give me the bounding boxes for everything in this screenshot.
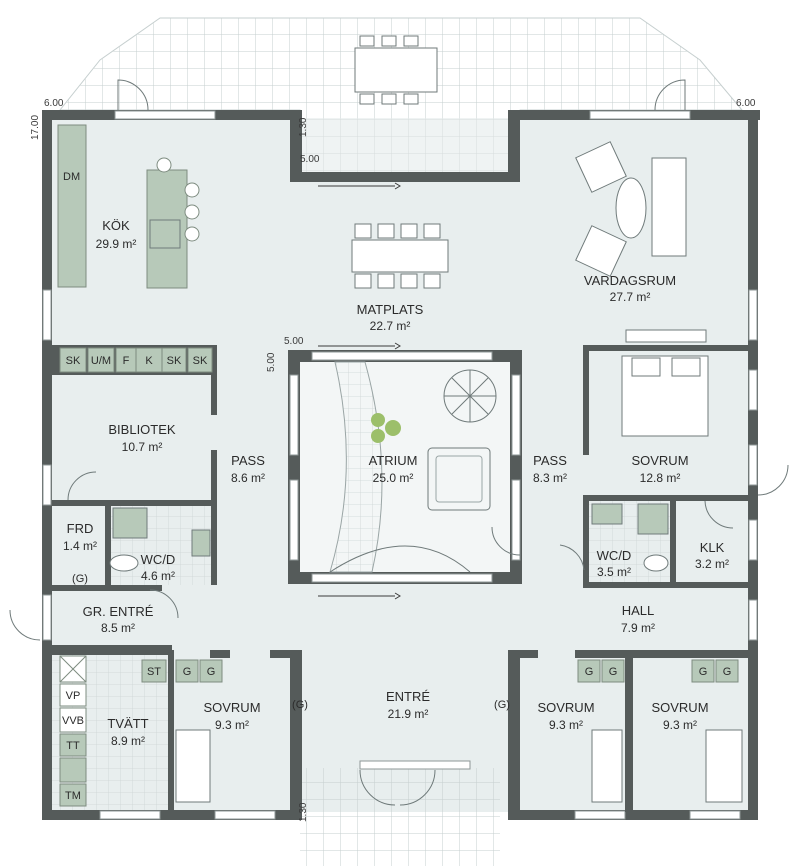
matplats-area: 22.7 m² — [370, 319, 411, 333]
klk-area: 3.2 m² — [695, 557, 729, 571]
g-frd: (G) — [72, 573, 88, 585]
dim-top-left: 6.00 — [44, 98, 64, 109]
wcd-right-name: WC/D — [597, 548, 632, 563]
kitchen-counter — [57, 124, 87, 288]
tvatt-tm: TM — [65, 790, 81, 802]
closet-1: SK — [66, 355, 81, 367]
g-entre-left: (G) — [292, 699, 308, 711]
g-sovrum-c-1: G — [699, 666, 708, 678]
living-furniture — [575, 141, 707, 343]
g-entre-right: (G) — [494, 699, 510, 711]
sovrum-a-name: SOVRUM — [203, 700, 260, 715]
gr-entre-area: 8.5 m² — [101, 621, 135, 635]
g-sovrum-b-1: G — [585, 666, 594, 678]
dim-atrium-height: 5.00 — [266, 352, 277, 372]
dining-table — [351, 223, 449, 289]
kitchen-island — [146, 169, 188, 289]
tvatt-tt: TT — [66, 740, 80, 752]
vardagsrum-name: VARDAGSRUM — [584, 273, 676, 288]
matplats-name: MATPLATS — [357, 302, 424, 317]
klk-name: KLK — [700, 540, 725, 555]
wcd-left-area: 4.6 m² — [141, 569, 175, 583]
pass-left-area: 8.6 m² — [231, 471, 265, 485]
dim-terrace-width: 5.00 — [300, 154, 320, 165]
atrium-area-label: 25.0 m² — [373, 471, 414, 485]
gr-entre-name: GR. ENTRÉ — [83, 604, 154, 619]
master-bed — [621, 355, 709, 437]
closet-3: F — [123, 355, 130, 367]
dm-label: DM — [63, 171, 80, 183]
closet-2: U/M — [91, 355, 111, 367]
pass-right-name: PASS — [533, 453, 567, 468]
bibliotek-name: BIBLIOTEK — [108, 422, 176, 437]
dim-terrace-top: 1.30 — [298, 117, 309, 137]
wcd-left-name: WC/D — [141, 552, 176, 567]
sovrum-b-name: SOVRUM — [537, 700, 594, 715]
g-sovrum-a-2: G — [207, 666, 216, 678]
kok-name: KÖK — [102, 218, 130, 233]
vardagsrum-area: 27.7 m² — [610, 290, 651, 304]
sovrum-c-name: SOVRUM — [651, 700, 708, 715]
closet-row: SK U/M F K SK SK — [59, 347, 213, 373]
frd-name: FRD — [67, 521, 94, 536]
closet-6: SK — [193, 355, 208, 367]
wardrobes: ST G G G G G G — [141, 659, 739, 683]
pass-left-name: PASS — [231, 453, 265, 468]
tvatt-area: 8.9 m² — [111, 734, 145, 748]
sovrum-c-area: 9.3 m² — [663, 718, 697, 732]
hall-area: 7.9 m² — [621, 621, 655, 635]
dim-top-right: 6.00 — [736, 98, 756, 109]
entre-area: 21.9 m² — [388, 707, 429, 721]
pass-right-area: 8.3 m² — [533, 471, 567, 485]
wcd-right-area: 3.5 m² — [597, 565, 631, 579]
g-sovrum-b-2: G — [609, 666, 618, 678]
frd-area: 1.4 m² — [63, 539, 97, 553]
g-sovrum-a-1: G — [183, 666, 192, 678]
tvatt-fixtures: VP VVB TT TM — [59, 655, 87, 807]
tvatt-vp: VP — [66, 690, 81, 702]
sovrum-b-area: 9.3 m² — [549, 718, 583, 732]
kok-area: 29.9 m² — [96, 237, 137, 251]
closet-5: SK — [167, 355, 182, 367]
tvatt-name: TVÄTT — [107, 716, 148, 731]
sovrum-master-area: 12.8 m² — [640, 471, 681, 485]
g-sovrum-c-2: G — [723, 666, 732, 678]
bibliotek-area: 10.7 m² — [122, 440, 163, 454]
sovrum-a-area: 9.3 m² — [215, 718, 249, 732]
dim-entry-terrace: 1.30 — [298, 802, 309, 822]
entre-name: ENTRÉ — [386, 689, 430, 704]
atrium-name: ATRIUM — [369, 453, 418, 468]
hall-name: HALL — [622, 603, 655, 618]
tvatt-vvb: VVB — [62, 715, 84, 727]
st-label: ST — [147, 666, 161, 678]
dim-atrium-width: 5.00 — [284, 336, 304, 347]
dim-side-left: 17.00 — [30, 115, 41, 140]
sovrum-master-name: SOVRUM — [631, 453, 688, 468]
closet-4: K — [145, 355, 153, 367]
